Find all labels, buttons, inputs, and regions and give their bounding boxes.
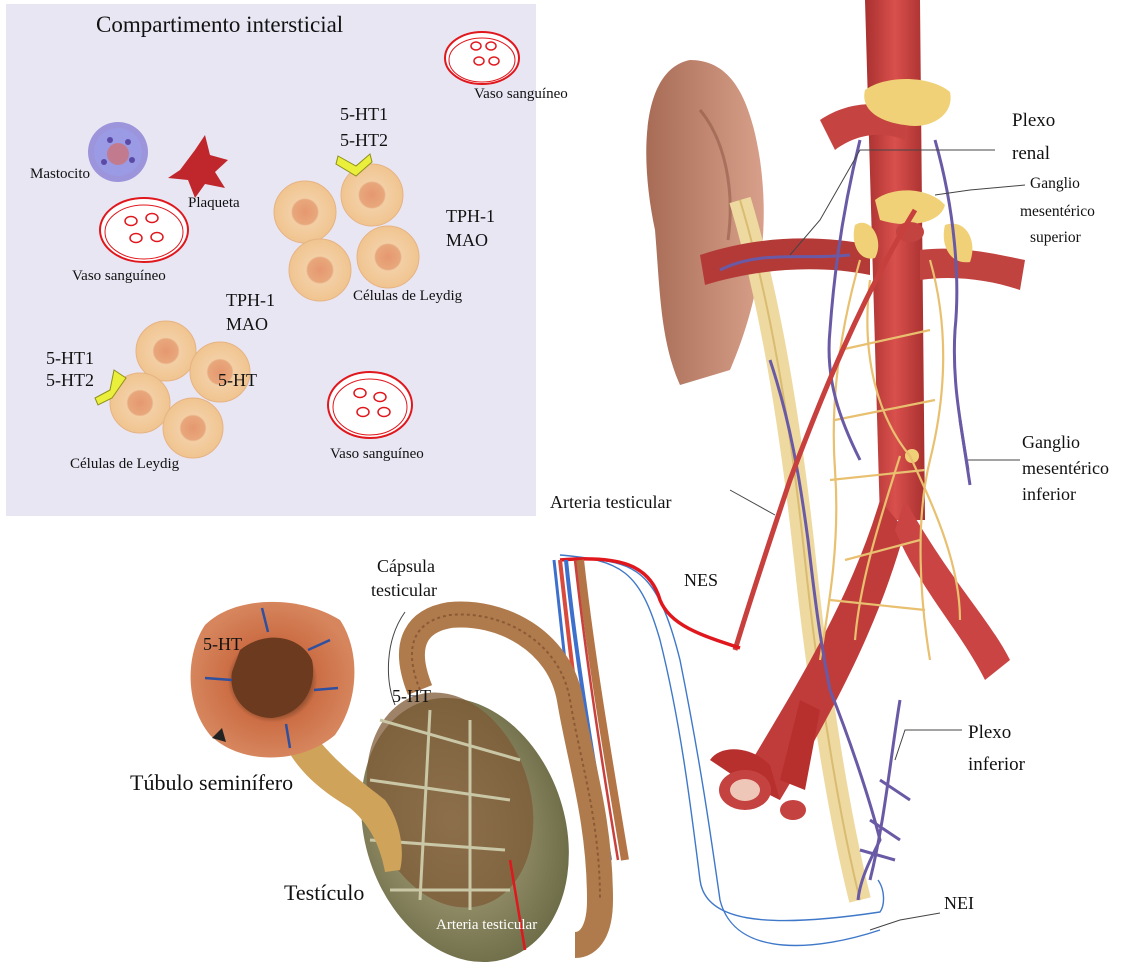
interstitial-compartment-panel xyxy=(6,4,536,516)
inner-testicular-artery-label: Arteria testicular xyxy=(436,917,537,934)
enzyme-label: TPH-1 xyxy=(226,290,275,311)
superior-mesenteric-ganglion-label: mesentérico xyxy=(1020,202,1095,223)
receptor-label: 5-HT2 xyxy=(340,130,388,151)
inferior-mesenteric-ganglion-label: mesentérico xyxy=(1022,458,1109,479)
enzyme-label: TPH-1 xyxy=(446,206,495,227)
inferior-mesenteric-ganglion-label: Ganglio xyxy=(1022,432,1080,453)
leydig-cells-label: Células de Leydig xyxy=(353,288,462,305)
testicular-artery-label: Arteria testicular xyxy=(550,492,671,513)
receptor-label: 5-HT1 xyxy=(340,104,388,125)
testicular-capsule-label: testicular xyxy=(371,580,437,601)
blood-vessel-label: Vaso sanguíneo xyxy=(72,268,166,285)
testis-label: Testículo xyxy=(284,880,364,905)
blood-vessel-icon xyxy=(100,198,188,262)
renal-plexus-label: renal xyxy=(1012,141,1050,167)
blood-vessel-label: Vaso sanguíneo xyxy=(330,446,424,463)
blood-vessel-label: Vaso sanguíneo xyxy=(474,86,568,103)
mast-cell-icon xyxy=(88,122,148,182)
panel-title: Compartimento intersticial xyxy=(96,12,343,38)
serotonin-label: 5-HT xyxy=(392,686,431,707)
nei-label: NEI xyxy=(944,893,974,914)
enzyme-label: MAO xyxy=(446,230,488,251)
superior-mesenteric-ganglion-label: Ganglio xyxy=(1030,174,1080,195)
blood-vessel-icon xyxy=(328,372,412,438)
platelet-label: Plaqueta xyxy=(188,195,240,212)
renal-plexus-label: Plexo xyxy=(1012,108,1055,134)
receptor-label: 5-HT2 xyxy=(46,370,94,391)
inferior-mesenteric-ganglion-label: inferior xyxy=(1022,484,1076,505)
seminiferous-tubule xyxy=(191,602,355,758)
mast-cell-label: Mastocito xyxy=(30,166,90,183)
receptor-label: 5-HT1 xyxy=(46,348,94,369)
inferior-plexus-label: inferior xyxy=(968,752,1025,778)
serotonin-label: 5-HT xyxy=(203,634,242,655)
serotonin-label: 5-HT xyxy=(218,370,257,391)
testicular-capsule-label: Cápsula xyxy=(377,556,435,577)
leydig-cells-label: Células de Leydig xyxy=(70,456,179,473)
nes-label: NES xyxy=(684,570,718,591)
inferior-plexus-label: Plexo xyxy=(968,720,1011,746)
seminiferous-tubule-label: Túbulo seminífero xyxy=(130,770,293,795)
enzyme-label: MAO xyxy=(226,314,268,335)
superior-mesenteric-ganglion-label: superior xyxy=(1030,228,1081,249)
blood-vessel-icon xyxy=(445,32,519,84)
